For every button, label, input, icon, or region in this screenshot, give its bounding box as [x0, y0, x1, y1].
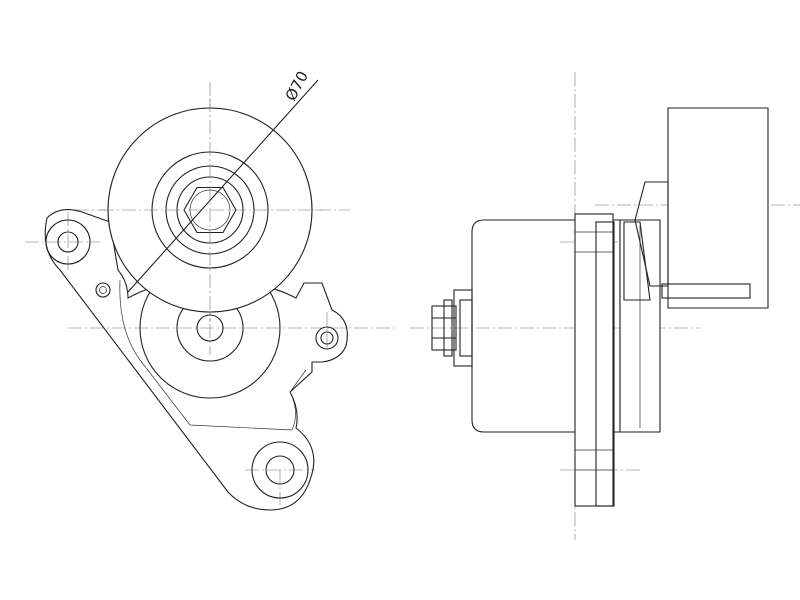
housing-inner-contour — [119, 279, 307, 431]
damper-housing — [667, 107, 769, 309]
hub-side — [453, 289, 473, 367]
left-mounting-boss — [45, 219, 91, 265]
damper-bracket — [634, 181, 669, 287]
right-small-boss — [315, 326, 339, 350]
locating-pin — [95, 282, 111, 298]
damper-small-tab — [623, 221, 651, 301]
front-view: Ø70 — [25, 68, 395, 511]
diameter-leader-line — [127, 79, 319, 293]
side-view — [410, 72, 800, 540]
tensioner-bracket-outline — [44, 209, 348, 511]
damper-arm-rod — [661, 283, 751, 299]
bracket-plate-side — [574, 213, 615, 507]
diameter-label: Ø70 — [282, 68, 312, 104]
bolt-head-side — [431, 299, 457, 357]
pulley — [100, 98, 322, 322]
lower-mounting-boss — [251, 441, 309, 499]
